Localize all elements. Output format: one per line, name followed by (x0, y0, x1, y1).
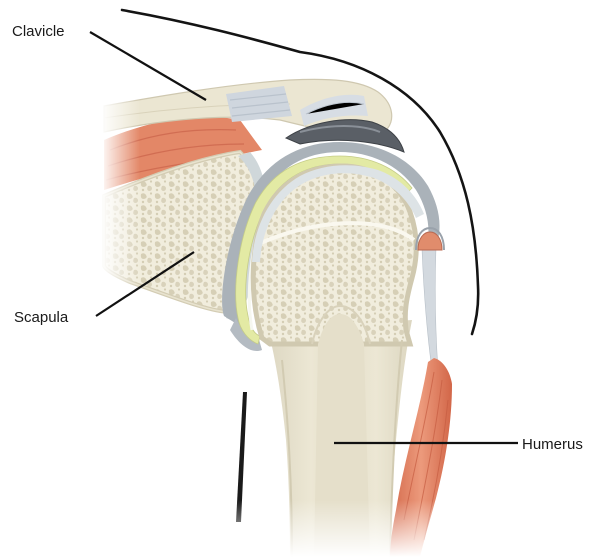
biceps-tendon (422, 248, 438, 370)
humerus-bone (253, 166, 416, 557)
clavicle-label: Clavicle (12, 23, 65, 40)
humerus-label: Humerus (522, 436, 583, 453)
scapula-label: Scapula (14, 309, 69, 326)
